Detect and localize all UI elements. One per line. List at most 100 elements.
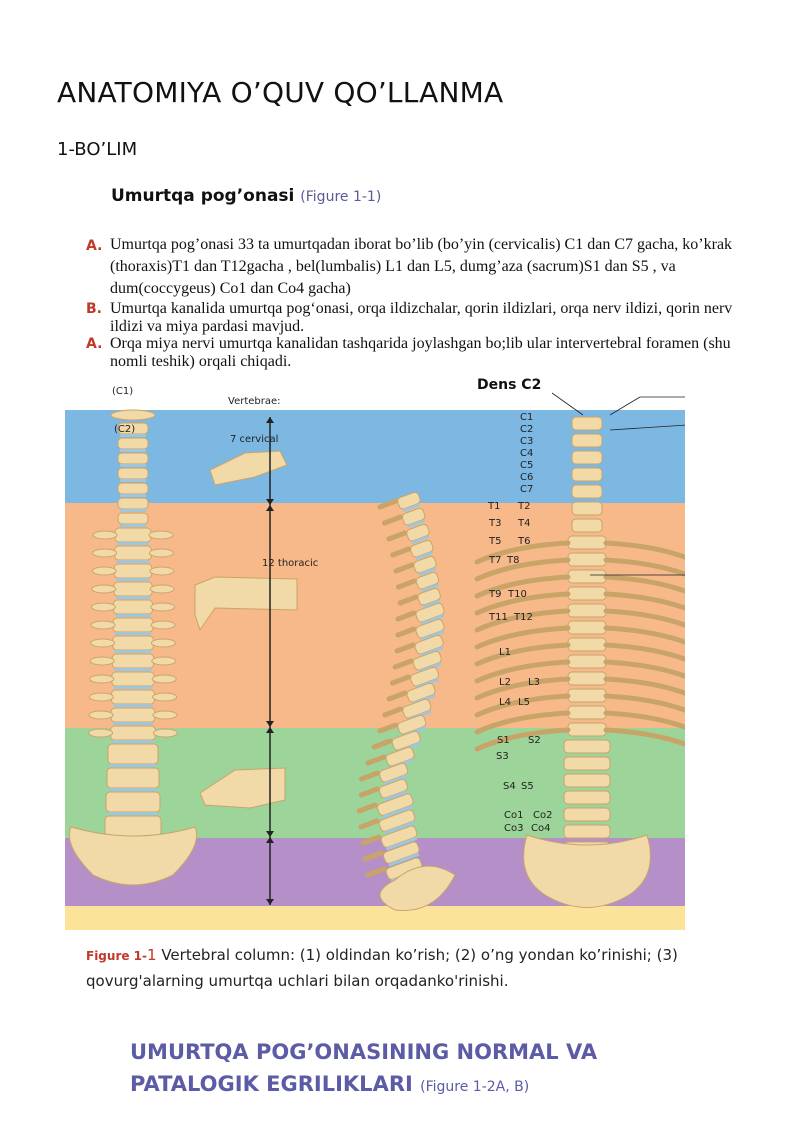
posterior-vertebra xyxy=(567,552,607,567)
anterior-vertebra xyxy=(107,743,159,765)
caption-text: Vertebral column: (1) oldindan ko’rish; … xyxy=(86,946,678,990)
posterior-vertebra xyxy=(571,518,603,533)
rib-right xyxy=(603,727,685,747)
section-heading-text: UMURTQA POG’ONASINING NORMAL VA PATALOGI… xyxy=(130,1040,598,1096)
rib-left xyxy=(474,676,571,701)
transverse-process xyxy=(88,728,114,738)
figure-reference-link[interactable]: (Figure 1-2A, B) xyxy=(420,1079,530,1095)
anterior-vertebra xyxy=(112,617,154,633)
posterior-vertebra xyxy=(567,637,607,652)
spinous-process xyxy=(395,578,417,590)
lateral-disc xyxy=(384,774,408,786)
rib-right xyxy=(603,693,685,713)
vertebra-label-s4: S4 xyxy=(503,781,516,792)
posterior-vertebra xyxy=(563,773,611,788)
posterior-vertebra xyxy=(567,688,607,703)
spinous-process xyxy=(377,498,399,510)
spine-illustration xyxy=(68,392,685,912)
posterior-vertebra xyxy=(567,569,607,584)
arrow-head-down xyxy=(266,721,274,727)
spinous-process xyxy=(393,562,415,574)
transverse-process xyxy=(149,566,175,576)
region-arrows xyxy=(266,417,274,905)
lateral-disc xyxy=(386,836,418,851)
spinous-process xyxy=(356,802,378,814)
list-marker: A. xyxy=(86,336,103,352)
posterior-vertebra xyxy=(567,722,607,737)
vertebra-label-s3: S3 xyxy=(496,751,509,762)
figure-reference-link[interactable]: (Figure 1-1) xyxy=(300,189,382,205)
cervical-count-label: 7 cervical xyxy=(230,434,279,445)
lateral-disc xyxy=(388,852,420,867)
transverse-process xyxy=(90,602,116,612)
section-label: 1-BO’LIM xyxy=(57,139,138,160)
list-item-text: Umurtqa kanalida umurtqa pog‘onasi, orqa… xyxy=(110,300,733,335)
lateral-disc xyxy=(422,599,441,609)
vertebra-label-co1: Co1 xyxy=(504,810,524,821)
anterior-vertebra xyxy=(114,527,152,543)
intervertebral-disc xyxy=(120,479,146,482)
leader-line xyxy=(609,396,641,416)
spinous-process xyxy=(390,546,412,558)
posterior-sacrum xyxy=(523,834,651,908)
transverse-process xyxy=(152,710,178,720)
spinous-process xyxy=(392,658,414,670)
arrow-head-down xyxy=(266,831,274,837)
vertebra-label-c5: C5 xyxy=(520,460,534,471)
lateral-disc xyxy=(418,567,437,577)
posterior-vertebra xyxy=(563,756,611,771)
vertebra-label-l5: L5 xyxy=(518,697,530,708)
posterior-vertebra xyxy=(567,654,607,669)
intervertebral-disc xyxy=(120,434,146,437)
transverse-process xyxy=(151,674,177,684)
anterior-view-spine xyxy=(68,409,198,886)
intervertebral-disc xyxy=(109,788,157,791)
anterior-vertebra xyxy=(113,563,153,579)
spinous-process xyxy=(386,690,408,702)
intervertebral-disc xyxy=(113,722,153,725)
rib-left xyxy=(474,540,571,565)
posterior-vertebra xyxy=(571,467,603,482)
figure-caption: Figure 1-1 Vertebral column: (1) oldinda… xyxy=(86,943,726,994)
posterior-vertebra xyxy=(563,824,611,839)
list-item: B. Umurtqa kanalida umurtqa pog‘onasi, o… xyxy=(86,300,756,335)
lateral-disc xyxy=(420,614,445,626)
transverse-process xyxy=(91,566,117,576)
anterior-vertebra xyxy=(110,707,156,723)
rib-left xyxy=(474,659,571,684)
vertebra-label-t4: T4 xyxy=(518,518,531,529)
vertebra-label-co2: Co2 xyxy=(533,810,553,821)
caption-number: 1 xyxy=(147,946,157,964)
anterior-vertebra xyxy=(104,815,162,837)
spinous-process xyxy=(365,866,387,878)
posterior-vertebra xyxy=(571,450,603,465)
vertebra-label-l4: L4 xyxy=(499,697,511,708)
spinous-process xyxy=(394,642,416,654)
intervertebral-disc xyxy=(116,560,150,563)
caption-prefix: Figure 1- xyxy=(86,949,148,963)
anterior-vertebra xyxy=(117,512,149,525)
anterior-vertebra xyxy=(114,545,152,561)
rib-left xyxy=(474,557,571,582)
isolated-cervical-vertebra xyxy=(209,450,288,486)
vertebrae-label: Vertebrae: xyxy=(228,396,281,407)
vertebra-label-t3: T3 xyxy=(489,518,502,529)
spinous-process xyxy=(377,722,399,734)
transverse-process xyxy=(89,674,115,684)
vertebra-label-l3: L3 xyxy=(528,677,540,688)
lateral-view-spine xyxy=(356,491,456,912)
transverse-process xyxy=(150,638,176,648)
isolated-lumbar-vertebra xyxy=(199,767,286,809)
vertebra-label-t6: T6 xyxy=(518,536,531,547)
lateral-disc xyxy=(411,535,430,545)
spinous-process xyxy=(390,674,412,686)
spinous-process xyxy=(382,706,404,718)
intervertebral-disc xyxy=(110,764,156,767)
transverse-process xyxy=(88,710,114,720)
rib-left xyxy=(474,574,571,599)
lateral-sacrum xyxy=(379,865,456,912)
subheading-text: Umurtqa pog’onasi xyxy=(111,186,295,206)
rib-left xyxy=(474,693,571,718)
vertebra-label-t10: T10 xyxy=(508,589,527,600)
spinous-process xyxy=(395,626,417,638)
